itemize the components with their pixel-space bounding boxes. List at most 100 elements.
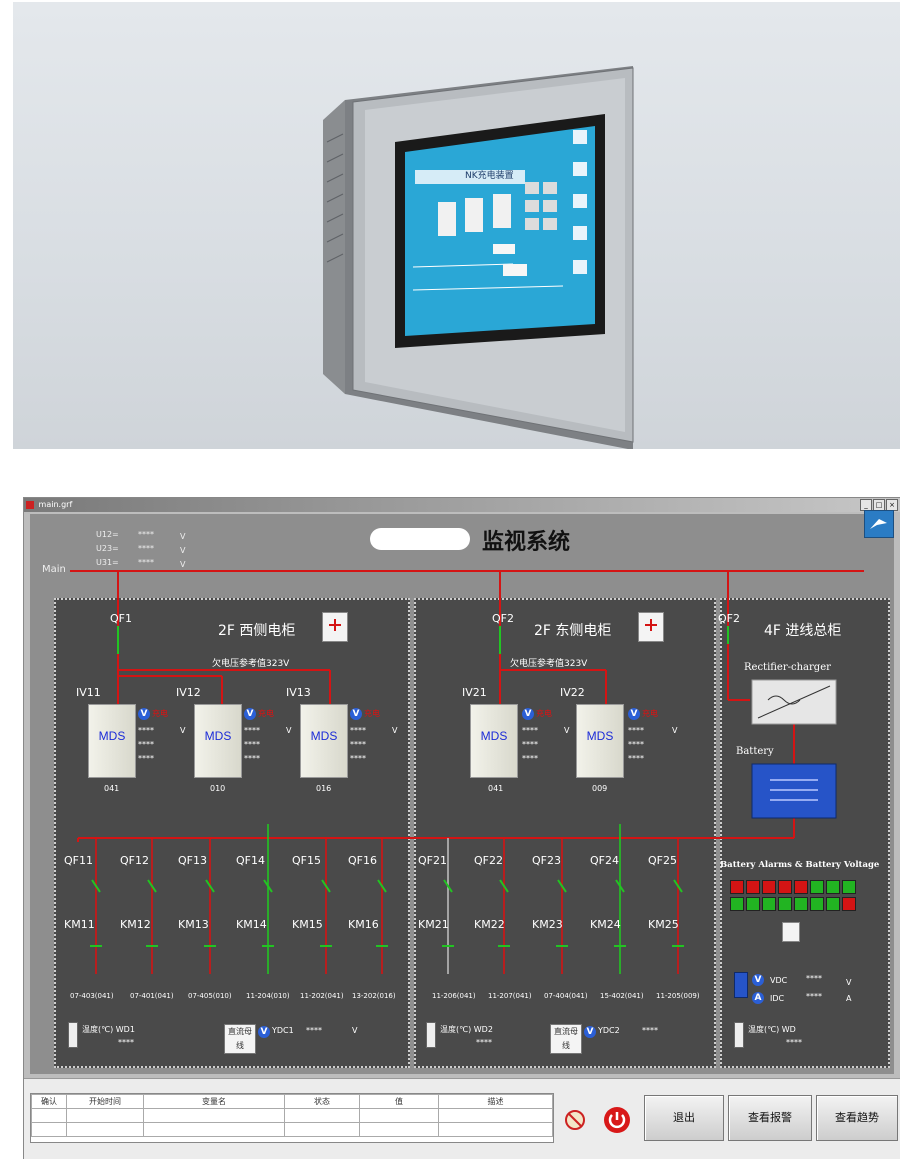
battery-cell-indicator bbox=[778, 880, 792, 894]
ydc2-label: YDC2 bbox=[598, 1026, 620, 1035]
feeder-addr-25: 11-205(009) bbox=[656, 992, 700, 1000]
breaker-qf16[interactable]: QF16 bbox=[348, 854, 377, 867]
battery-icon bbox=[734, 972, 748, 998]
voltage-v-icon: V bbox=[138, 708, 150, 720]
battery-cell-indicator bbox=[826, 880, 840, 894]
col-status[interactable]: 状态 bbox=[284, 1094, 360, 1109]
breaker-qf2-label: QF2 bbox=[492, 612, 514, 625]
west-alarm-icon[interactable] bbox=[322, 612, 348, 642]
contactor-km22[interactable]: KM22 bbox=[474, 918, 505, 931]
iv12-code: 010 bbox=[210, 784, 226, 793]
view-alarms-button[interactable]: 查看报警 bbox=[728, 1095, 812, 1141]
mds-module-iv21[interactable]: MDS bbox=[470, 704, 518, 778]
iv21-value-1: **** bbox=[522, 726, 538, 735]
app-logo-icon[interactable] bbox=[864, 510, 894, 538]
breaker-qf25[interactable]: QF25 bbox=[648, 854, 677, 867]
west-dc-bus-icon[interactable]: 直流母线 bbox=[224, 1024, 256, 1054]
feeder-addr-12: 07-401(041) bbox=[130, 992, 174, 1000]
east-dc-bus-icon[interactable]: 直流母线 bbox=[550, 1024, 582, 1054]
col-description[interactable]: 描述 bbox=[438, 1094, 553, 1109]
battery-cell-indicator bbox=[810, 880, 824, 894]
east-cabinet-title: 2F 东侧电柜 bbox=[534, 623, 612, 639]
battery-cell-indicator bbox=[842, 880, 856, 894]
iv12-status: 充电 bbox=[258, 709, 274, 718]
col-confirm[interactable]: 确认 bbox=[31, 1094, 67, 1109]
exit-button[interactable]: 退出 bbox=[644, 1095, 724, 1141]
iv12-unit: V bbox=[286, 726, 292, 735]
col-variable-name[interactable]: 变量名 bbox=[143, 1094, 285, 1109]
feeder-addr-11: 07-403(041) bbox=[70, 992, 114, 1000]
voltage-v-icon: V bbox=[350, 708, 362, 720]
contactor-km16[interactable]: KM16 bbox=[348, 918, 379, 931]
breaker-qf13[interactable]: QF13 bbox=[178, 854, 207, 867]
contactor-km15[interactable]: KM15 bbox=[292, 918, 323, 931]
events-table[interactable]: 确认 开始时间 变量名 状态 值 描述 bbox=[30, 1093, 554, 1143]
iv12-value-2: **** bbox=[244, 740, 260, 749]
u23-unit: V bbox=[180, 546, 186, 555]
mute-alarm-icon[interactable] bbox=[564, 1109, 586, 1131]
mds-label: MDS bbox=[480, 729, 508, 743]
col-value[interactable]: 值 bbox=[359, 1094, 439, 1109]
power-icon[interactable] bbox=[602, 1105, 632, 1135]
u23-value: **** bbox=[138, 544, 154, 553]
hmi-device-illustration bbox=[323, 66, 634, 449]
mds-module-iv22[interactable]: MDS bbox=[576, 704, 624, 778]
idc-label: IDC bbox=[770, 994, 785, 1003]
feeder-addr-23: 07-404(041) bbox=[544, 992, 588, 1000]
iv22-value-1: **** bbox=[628, 726, 644, 735]
east-alarm-icon[interactable] bbox=[638, 612, 664, 642]
breaker-qf23[interactable]: QF23 bbox=[532, 854, 561, 867]
breaker-qf21[interactable]: QF21 bbox=[418, 854, 447, 867]
contactor-km14[interactable]: KM14 bbox=[236, 918, 267, 931]
hand-pointer-icon[interactable] bbox=[782, 922, 800, 942]
ampere-a-icon: A bbox=[752, 992, 764, 1004]
mds-module-iv12[interactable]: MDS bbox=[194, 704, 242, 778]
west-dc-bus-label: 直流母线 bbox=[228, 1027, 252, 1050]
u12-unit: V bbox=[180, 532, 186, 541]
u12-value: **** bbox=[138, 530, 154, 539]
mds-label: MDS bbox=[98, 729, 126, 743]
contactor-km12[interactable]: KM12 bbox=[120, 918, 151, 931]
breaker-qf14[interactable]: QF14 bbox=[236, 854, 265, 867]
iv13-value-3: **** bbox=[350, 754, 366, 763]
module-iv13-label: IV13 bbox=[286, 686, 311, 699]
breaker-qf22[interactable]: QF22 bbox=[474, 854, 503, 867]
voltage-v-icon: V bbox=[522, 708, 534, 720]
breaker-qf11[interactable]: QF11 bbox=[64, 854, 93, 867]
contactor-km23[interactable]: KM23 bbox=[532, 918, 563, 931]
west-cabinet-panel bbox=[54, 598, 410, 1068]
main-bus-label: Main bbox=[42, 564, 66, 575]
module-iv12-label: IV12 bbox=[176, 686, 201, 699]
col-start-time[interactable]: 开始时间 bbox=[66, 1094, 144, 1109]
product-photo: NK充电装置 bbox=[13, 2, 900, 449]
contactor-km24[interactable]: KM24 bbox=[590, 918, 621, 931]
contactor-km11[interactable]: KM11 bbox=[64, 918, 95, 931]
iv22-status: 充电 bbox=[642, 709, 658, 718]
mds-label: MDS bbox=[204, 729, 232, 743]
idc-value: **** bbox=[806, 992, 822, 1001]
voltage-v-icon: V bbox=[628, 708, 640, 720]
mds-module-iv13[interactable]: MDS bbox=[300, 704, 348, 778]
breaker-qf12[interactable]: QF12 bbox=[120, 854, 149, 867]
battery-cell-indicator bbox=[778, 897, 792, 911]
bus-wiring-diagram bbox=[70, 570, 864, 974]
feeder-addr-14: 11-204(010) bbox=[246, 992, 290, 1000]
feeder-addr-21: 11-206(041) bbox=[432, 992, 476, 1000]
view-trends-button[interactable]: 查看趋势 bbox=[816, 1095, 898, 1141]
mds-module-iv11[interactable]: MDS bbox=[88, 704, 136, 778]
scada-window: main.grf _ □ × 监视系统 U12= **** V U23= ***… bbox=[23, 497, 900, 1159]
contactor-km21[interactable]: KM21 bbox=[418, 918, 449, 931]
iv22-value-2: **** bbox=[628, 740, 644, 749]
contactor-km13[interactable]: KM13 bbox=[178, 918, 209, 931]
minimize-button[interactable]: _ bbox=[860, 499, 872, 511]
iv21-value-2: **** bbox=[522, 740, 538, 749]
window-app-icon bbox=[26, 501, 34, 509]
breaker-qf15[interactable]: QF15 bbox=[292, 854, 321, 867]
contactor-km25[interactable]: KM25 bbox=[648, 918, 679, 931]
main-cabinet-panel bbox=[720, 598, 890, 1068]
battery-cell-indicator bbox=[794, 897, 808, 911]
iv21-unit: V bbox=[564, 726, 570, 735]
feeder-addr-13: 07-405(010) bbox=[188, 992, 232, 1000]
breaker-qf24[interactable]: QF24 bbox=[590, 854, 619, 867]
battery-cell-indicator bbox=[746, 880, 760, 894]
